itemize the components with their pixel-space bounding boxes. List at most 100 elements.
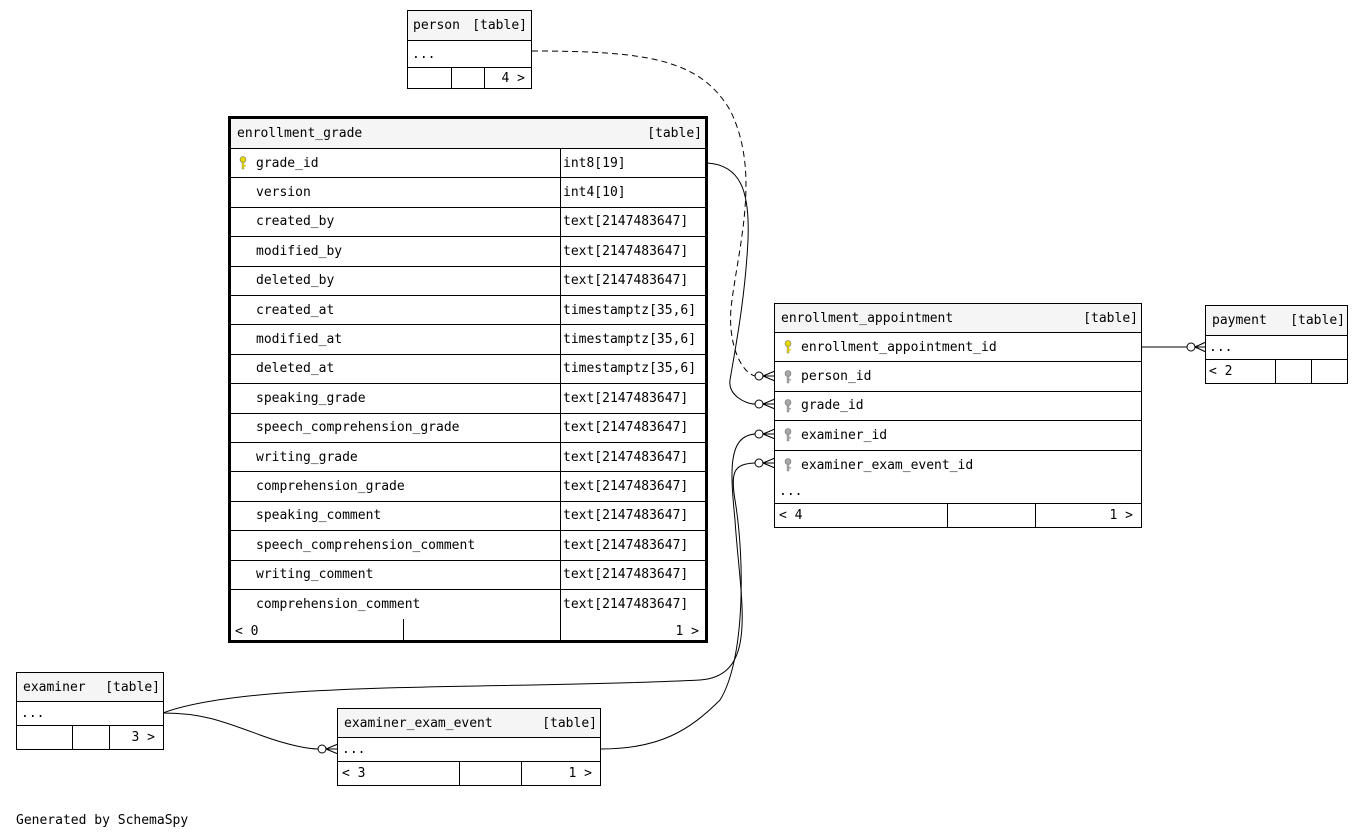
ellipsis-row: ...	[17, 702, 163, 726]
column-type: text[2147483647]	[563, 214, 689, 230]
column-row[interactable]: created_by text[2147483647]	[231, 207, 705, 238]
parents-count[interactable]: < 2	[1209, 364, 1233, 379]
column-row[interactable]: created_at timestamptz[35,6]	[231, 296, 705, 326]
column-row[interactable]: enrollment_appointment_id	[775, 333, 1141, 363]
column-name: deleted_by	[256, 273, 335, 289]
ellipsis-row: ...	[408, 41, 531, 68]
primary-key-icon	[784, 333, 792, 361]
table-header: person [table]	[408, 11, 531, 41]
children-count[interactable]: 4 >	[501, 70, 525, 86]
table-enrollment-grade[interactable]: enrollment_grade [table] grade_id int8[19…	[228, 116, 708, 643]
children-count[interactable]: 1 >	[1109, 508, 1133, 523]
crowfoot-grade-id	[754, 398, 776, 410]
link-person-to-person-id	[531, 50, 756, 377]
table-payment[interactable]: payment [table] ... < 2	[1205, 305, 1348, 384]
table-examiner[interactable]: examiner [table] ... 3 >	[16, 672, 164, 750]
column-type: text[2147483647]	[563, 273, 689, 289]
table-footer: 4 >	[408, 68, 531, 88]
column-row[interactable]: examiner_exam_event_id	[775, 451, 1141, 480]
column-name: version	[256, 185, 311, 201]
table-name: enrollment_appointment	[781, 310, 954, 326]
table-tag: [table]	[472, 18, 527, 33]
children-count[interactable]: 1 >	[675, 623, 699, 639]
column-row[interactable]: grade_id	[775, 392, 1141, 422]
parents-count[interactable]: < 0	[235, 623, 259, 639]
table-tag: [table]	[647, 126, 702, 141]
table-enrollment-appointment[interactable]: enrollment_appointment [table] enrollmen…	[774, 303, 1142, 528]
column-name: examiner_id	[801, 427, 888, 443]
table-header: examiner [table]	[17, 673, 163, 702]
ellipsis-row: ...	[1206, 336, 1347, 360]
column-row[interactable]: deleted_by text[2147483647]	[231, 266, 705, 296]
ellipsis: ...	[779, 484, 803, 499]
column-row[interactable]: writing_grade text[2147483647]	[231, 443, 705, 473]
column-name: modified_at	[256, 332, 343, 348]
column-type: text[2147483647]	[563, 243, 689, 259]
column-name: writing_grade	[256, 449, 358, 465]
column-name: examiner_exam_event_id	[801, 457, 974, 473]
table-name: person	[413, 18, 460, 33]
ellipsis: ...	[342, 742, 366, 757]
column-type: text[2147483647]	[563, 420, 689, 436]
column-row[interactable]: speaking_comment text[2147483647]	[231, 501, 705, 532]
table-examiner-exam-event[interactable]: examiner_exam_event [table] ... < 3 1 >	[337, 708, 601, 786]
table-header: enrollment_appointment [table]	[775, 304, 1141, 333]
column-row[interactable]: comprehension_grade text[2147483647]	[231, 472, 705, 502]
column-name: speaking_comment	[256, 508, 382, 524]
children-count[interactable]: 3 >	[131, 730, 155, 745]
table-header: enrollment_grade [table]	[231, 119, 705, 149]
foreign-key-icon	[784, 421, 792, 449]
table-footer: 3 >	[17, 726, 163, 749]
column-name: deleted_at	[256, 361, 335, 377]
foreign-key-icon	[784, 362, 792, 390]
ellipsis-row: ...	[338, 738, 600, 762]
column-type: text[2147483647]	[563, 390, 689, 406]
ellipsis-row: ...	[775, 480, 1141, 504]
crowfoot-payment	[1186, 341, 1207, 353]
column-row[interactable]: person_id	[775, 362, 1141, 392]
primary-key-icon	[239, 149, 247, 177]
children-count[interactable]: 1 >	[568, 766, 592, 781]
table-tag: [table]	[1290, 313, 1345, 328]
table-name: examiner	[23, 679, 86, 695]
table-person[interactable]: person [table] ... 4 >	[407, 10, 532, 89]
table-tag: [table]	[1083, 310, 1138, 326]
column-name: writing_comment	[256, 567, 374, 583]
table-tag: [table]	[542, 715, 597, 731]
column-row[interactable]: deleted_at timestamptz[35,6]	[231, 354, 705, 385]
column-name: grade_id	[256, 155, 319, 171]
column-name: created_by	[256, 214, 335, 230]
parents-count[interactable]: < 3	[342, 766, 366, 781]
column-row[interactable]: grade_id int8[19]	[231, 149, 705, 179]
table-footer: < 2	[1206, 360, 1347, 383]
generated-by-footer: Generated by SchemaSpy	[16, 813, 189, 828]
column-type: text[2147483647]	[563, 508, 689, 524]
table-footer: < 0 1 >	[231, 619, 705, 643]
column-name: person_id	[801, 369, 872, 385]
column-row[interactable]: speaking_grade text[2147483647]	[231, 384, 705, 414]
column-type: timestamptz[35,6]	[563, 302, 697, 318]
column-type: text[2147483647]	[563, 449, 689, 465]
parents-count[interactable]: < 4	[779, 508, 803, 523]
column-type: timestamptz[35,6]	[563, 361, 697, 377]
column-name: comprehension_comment	[256, 597, 421, 613]
ellipsis: ...	[21, 706, 45, 721]
table-name: enrollment_grade	[237, 126, 363, 141]
column-row[interactable]: examiner_id	[775, 421, 1141, 451]
column-name: created_at	[256, 302, 335, 318]
column-type: text[2147483647]	[563, 479, 689, 495]
column-type: int8[19]	[563, 155, 626, 171]
crowfoot-exam-event-id	[754, 457, 776, 469]
column-type: text[2147483647]	[563, 537, 689, 553]
column-name: speaking_grade	[256, 390, 366, 406]
column-name: comprehension_grade	[256, 479, 405, 495]
link-examiner-to-exam-event	[162, 712, 319, 750]
